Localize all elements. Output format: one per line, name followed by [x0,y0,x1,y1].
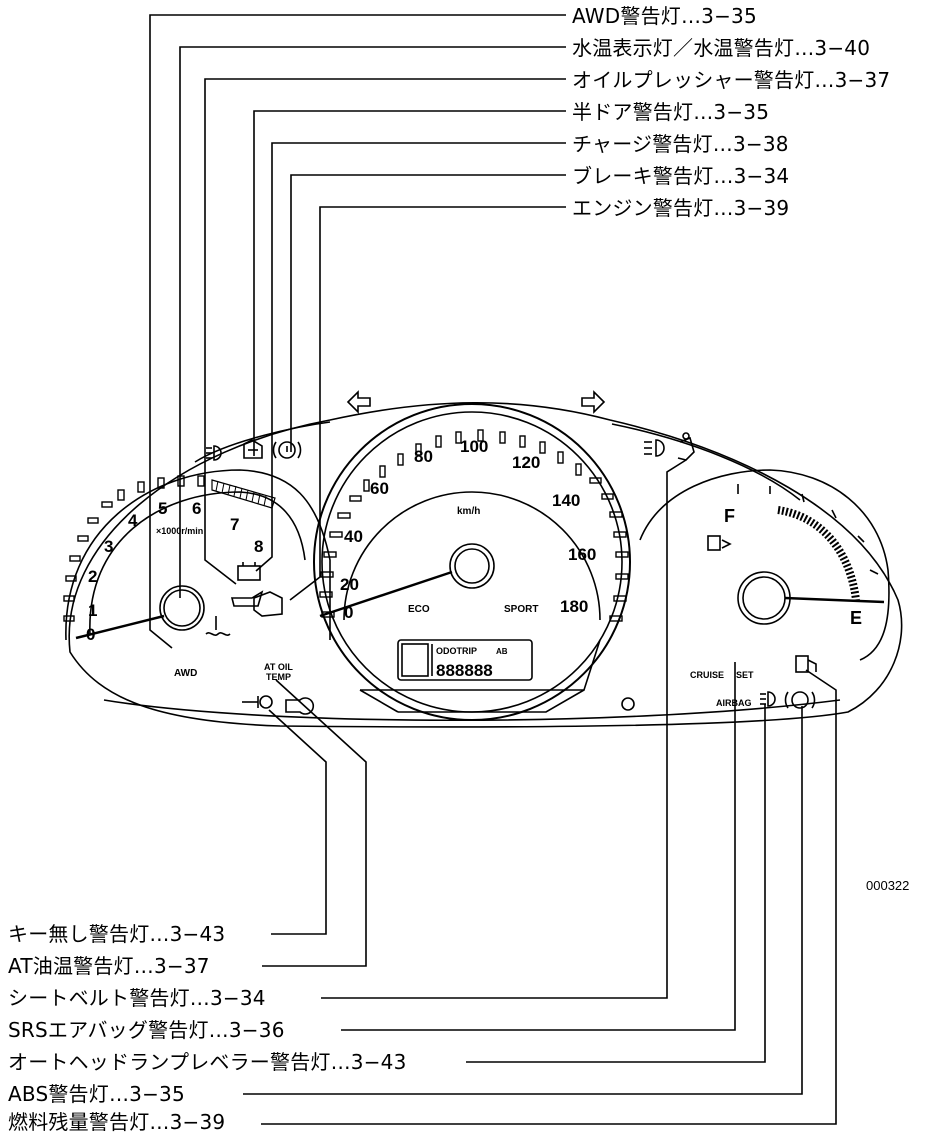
figure-code: 000322 [866,878,910,893]
odo-digits: 888888 [436,661,493,680]
fuel-full-label: F [724,506,735,526]
callout-charge-warning: チャージ警告灯…3−38 [572,132,789,156]
tach-label-1: 1 [88,601,97,620]
no-key-icon [242,695,273,709]
speedo-ticks [319,429,629,622]
callout-fuel-warning: 燃料残量警告灯…3−39 [8,1110,226,1134]
headlight-icon [644,439,665,457]
leader-engine [289,206,566,601]
odo-label: ODOTRIP [436,646,477,656]
tach-unit: ×1000r/min [156,526,203,536]
callout-no-key-warning: キー無し警告灯…3−43 [8,922,226,946]
water-temp-icon [205,616,231,636]
tach-hub [159,585,205,631]
tach-label-2: 2 [88,567,97,586]
door-ajar-icon [243,439,263,459]
awd-indicator: AWD [174,668,197,679]
callout-oil-pressure-warning: オイルプレッシャー警告灯…3−37 [572,68,891,92]
charge-icon [237,562,261,581]
at-oil-indicator: AT OIL [264,662,293,672]
speedo-label-180: 180 [560,597,588,616]
speedo-label-40: 40 [344,527,363,546]
abs-icon [784,691,816,709]
set-indicator: SET [736,670,754,680]
trip-reset-knob[interactable] [621,697,635,711]
leader-water-temp [179,46,566,598]
leader-srs [341,662,736,1031]
tach-label-5: 5 [158,499,167,518]
fuel-gauge [639,469,890,661]
speedo-unit: km/h [457,506,480,517]
tach-label-8: 8 [254,537,263,556]
tach-label-7: 7 [230,515,239,534]
leader-brake [290,174,566,452]
airbag-indicator: AIRBAG [716,698,752,708]
callout-at-oil-temp-warning: AT油温警告灯…3−37 [8,954,210,978]
headlamp-leveler-icon [760,691,776,707]
speedo-label-140: 140 [552,491,580,510]
callout-headlamp-leveler-warning: オートヘッドランプレベラー警告灯…3−43 [8,1050,407,1074]
leader-fuel [261,669,837,1125]
leader-charge [255,142,566,572]
seatbelt-icon [677,432,695,461]
callout-awd-warning: AWD警告灯…3−35 [572,4,757,28]
brake-icon [272,441,302,459]
leader-door-ajar [253,110,566,456]
turn-left-icon [346,390,371,414]
turn-right-icon [581,390,606,414]
speedo-label-0: 0 [344,603,353,622]
tach-label-3: 3 [104,537,113,556]
callout-engine-warning: エンジン警告灯…3−39 [572,196,790,220]
leader-leveler [466,704,766,1063]
speedo-label-120: 120 [512,453,540,472]
callout-abs-warning: ABS警告灯…3−35 [8,1082,185,1106]
speedo-label-80: 80 [414,447,433,466]
callout-water-temp-warning: 水温表示灯／水温警告灯…3−40 [572,36,871,60]
leader-abs [243,706,803,1095]
speedo-needle [319,570,453,618]
engine-check-icon [253,591,283,617]
fuel-hub [737,571,791,625]
tach-needle [75,614,165,640]
leader-at-oil [262,679,367,967]
callout-brake-warning: ブレーキ警告灯…3−34 [572,164,790,188]
at-temp-indicator: TEMP [266,672,291,682]
tach-label-6: 6 [192,499,201,518]
cruise-indicator: CRUISE [690,670,724,680]
fuel-empty-label: E [850,608,862,628]
speedo-label-160: 160 [568,545,596,564]
odometer-display [397,639,533,681]
key-icon [285,697,315,715]
sport-label: SPORT [504,604,538,615]
speedo-hub [449,543,495,589]
fuel-needle [784,596,885,604]
leader-seatbelt [321,459,687,999]
tachometer [63,469,331,641]
leader-no-key [268,709,327,935]
odo-ab-label: AB [496,647,508,656]
low-fuel-icon [795,655,817,673]
leader-awd [149,14,566,649]
eco-label: ECO [408,604,430,615]
callout-srs-airbag-warning: SRSエアバッグ警告灯…3−36 [8,1018,285,1042]
oil-pressure-icon [230,590,264,607]
fog-lamp-icon [206,445,222,461]
speedo-label-20: 20 [340,575,359,594]
tach-label-0: 0 [86,625,95,644]
fuel-pump-icon [707,535,732,551]
speedo-label-60: 60 [370,479,389,498]
speedo-label-100: 100 [460,437,488,456]
cluster-bezel-bottom [103,699,841,722]
callout-door-ajar-warning: 半ドア警告灯…3−35 [572,100,770,124]
speedometer [313,403,631,721]
leader-oil-pressure [204,78,566,585]
tach-label-4: 4 [128,511,138,530]
callout-seatbelt-warning: シートベルト警告灯…3−34 [8,986,266,1010]
